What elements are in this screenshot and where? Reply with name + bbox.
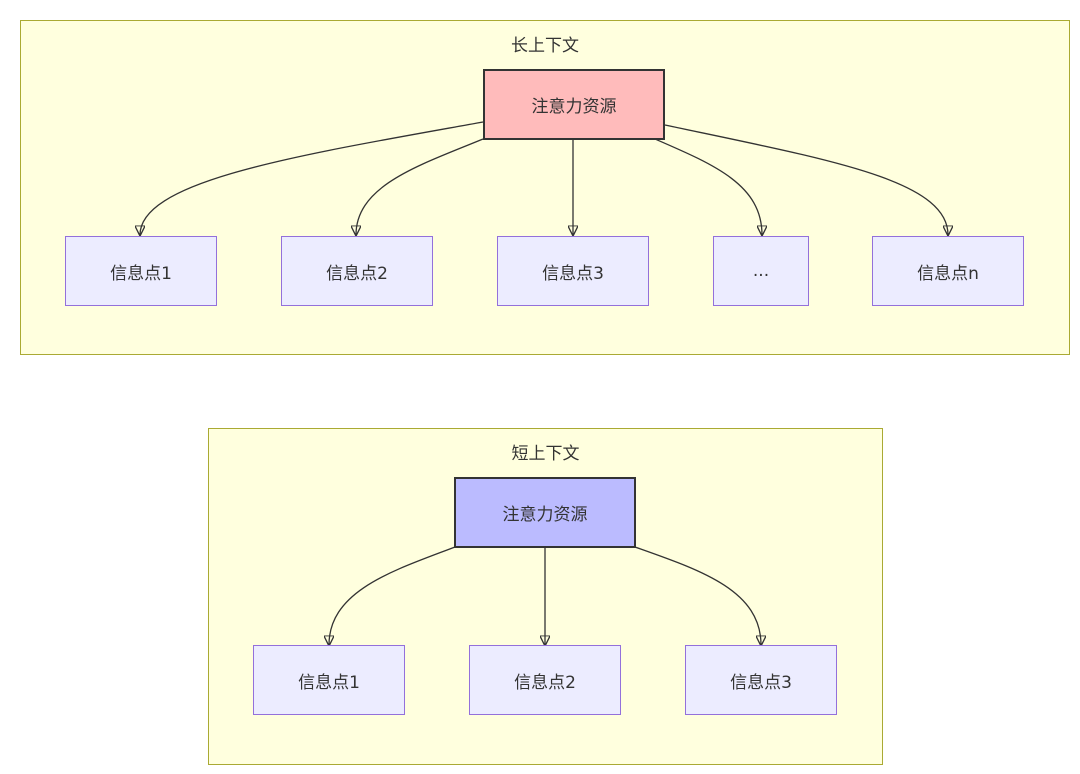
short-info-point-3: 信息点3 bbox=[685, 645, 837, 715]
long-info-point-3: 信息点3 bbox=[497, 236, 649, 306]
long-attention-resource-node: 注意力资源 bbox=[483, 69, 665, 140]
long-edge-2 bbox=[356, 138, 484, 235]
long-info-point-ellipsis: ... bbox=[713, 236, 809, 306]
long-edge-4 bbox=[654, 138, 762, 235]
short-attention-resource-node: 注意力资源 bbox=[454, 477, 636, 548]
short-info-point-2: 信息点2 bbox=[469, 645, 621, 715]
long-edge-5 bbox=[664, 124, 948, 235]
short-edge-3 bbox=[634, 546, 761, 645]
long-info-point-n: 信息点n bbox=[872, 236, 1024, 306]
short-info-point-1: 信息点1 bbox=[253, 645, 405, 715]
long-info-point-2: 信息点2 bbox=[281, 236, 433, 306]
short-edge-1 bbox=[329, 546, 456, 645]
short-context-title: 短上下文 bbox=[511, 444, 580, 464]
long-edge-1 bbox=[140, 121, 484, 235]
long-info-point-1: 信息点1 bbox=[65, 236, 217, 306]
long-context-title: 长上下文 bbox=[511, 36, 579, 56]
